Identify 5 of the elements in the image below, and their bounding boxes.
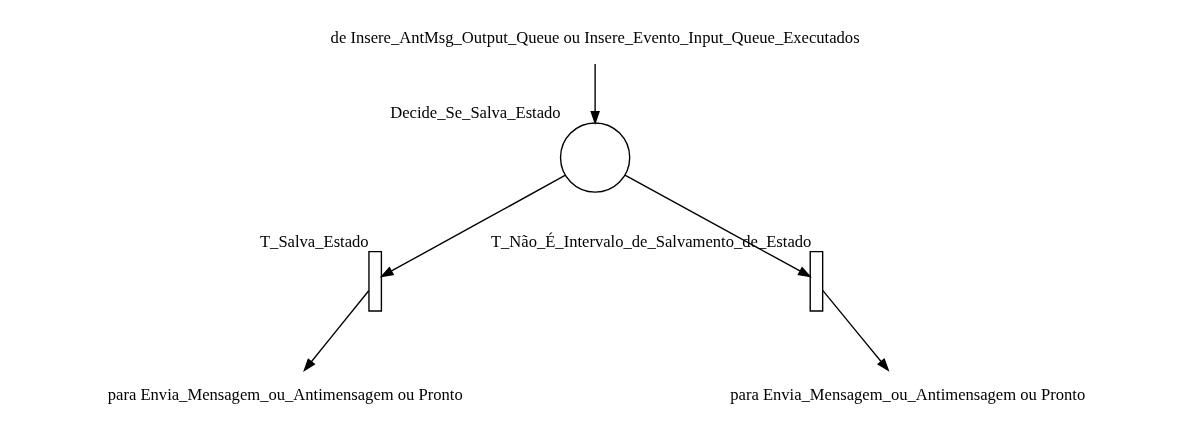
node-label: Decide_Se_Salva_Estado bbox=[389, 103, 561, 123]
node-label: T_Salva_Estado bbox=[259, 231, 369, 251]
node-text: de Insere_AntMsg_Output_Queue ou Insere_Evento_Input_Queue_Executados bbox=[330, 27, 860, 47]
node-text: para Envia_Mensagem_ou_Antimensagem ou Pronto bbox=[729, 384, 1085, 404]
node-text: para Envia_Mensagem_ou_Antimensagem ou Pronto bbox=[107, 384, 463, 404]
